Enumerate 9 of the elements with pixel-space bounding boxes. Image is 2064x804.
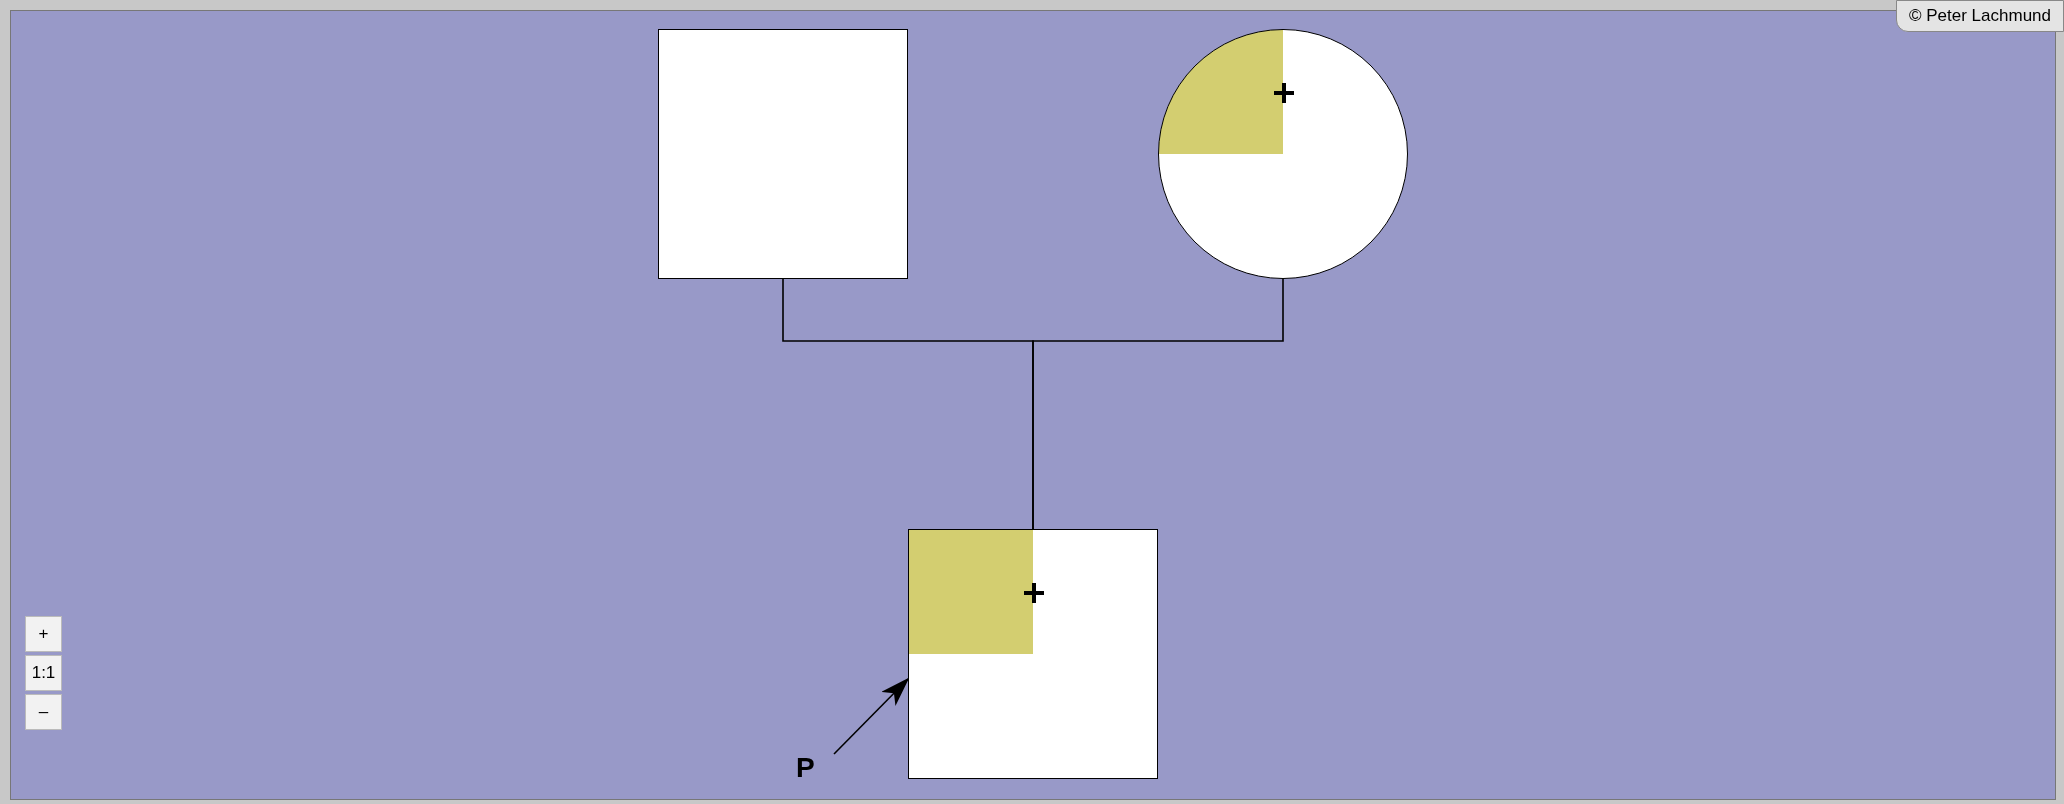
male-square: [908, 529, 1158, 779]
zoom-out-button: –: [25, 694, 62, 730]
proband-label: P: [796, 742, 826, 782]
copyright-tab: © Peter Lachmund: [1896, 0, 2064, 32]
zoom-in-button: +: [25, 616, 62, 652]
reset-zoom-button: 1:1: [25, 655, 62, 691]
descent-line: [1032, 278, 1284, 530]
male-square: [658, 29, 908, 279]
arrow: [833, 677, 910, 755]
